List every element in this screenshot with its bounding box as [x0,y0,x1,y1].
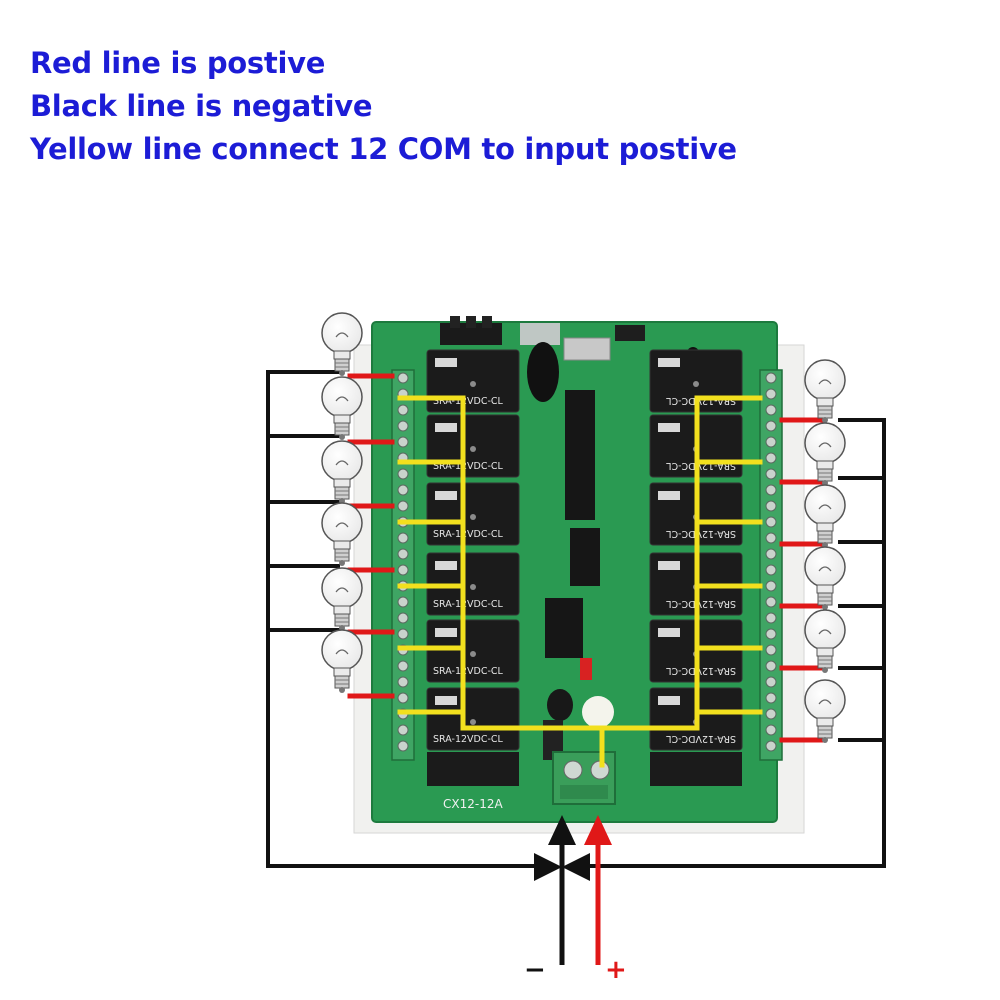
relay-icon: SRA-12VDC-CL [426,349,520,413]
terminal-screw [765,404,777,416]
terminal-block-right [759,369,783,761]
relay-label: SRA-12VDC-CL [665,665,736,676]
terminal-screw [397,500,409,512]
terminal-screw [765,580,777,592]
relay-label: SRA-12VDC-CL [433,599,504,610]
yellow-com-wires [397,395,763,768]
terminal-screw [765,436,777,448]
light-bulb-icon [321,376,363,440]
red-wires [347,373,825,743]
terminal-screw [765,644,777,656]
relay-label: SRA-12VDC-CL [665,528,736,539]
light-bulb-icon [321,440,363,504]
terminal-screw [765,548,777,560]
bulbs-right [804,359,846,743]
relay-label: SRA-12VDC-CL [665,460,736,471]
light-bulb-icon [321,502,363,566]
terminal-screw [765,708,777,720]
relay-label: SRA-12VDC-CL [433,529,504,540]
black-wires [266,370,886,868]
relay-label: SRA-12VDC-CL [433,461,504,472]
terminal-screw [765,740,777,752]
terminal-screw [765,596,777,608]
arrow-up-icon [584,815,612,845]
terminal-screw [765,660,777,672]
terminal-screw [765,420,777,432]
light-bulb-icon [321,629,363,693]
light-bulb-icon [321,312,363,376]
terminal-screw [765,452,777,464]
positive-sign: + [605,955,627,985]
relay-icon: SRA-12VDC-CL [426,414,520,478]
terminal-screw [765,500,777,512]
input-arrows [534,815,612,965]
terminal-screw [397,372,409,384]
terminal-screw [765,612,777,624]
terminal-screw [765,372,777,384]
arrow-up-icon [548,815,576,845]
board-model-label: CX12-12A [443,797,503,811]
top-components [440,316,699,402]
terminal-screw [765,628,777,640]
bulbs-left [321,312,363,693]
light-bulb-icon [804,422,846,486]
terminal-screw [765,676,777,688]
terminal-screw [397,676,409,688]
relay-label: SRA-12VDC-CL [665,598,736,609]
terminal-screw [397,564,409,576]
input-terminal [552,751,616,805]
terminal-screw [397,660,409,672]
terminal-block-left [391,369,415,761]
terminal-screw [397,420,409,432]
light-bulb-icon [321,567,363,631]
terminal-screw [397,436,409,448]
terminal-screw [765,724,777,736]
relay-label: SRA-12VDC-CL [433,734,504,745]
terminal-screw [765,468,777,480]
caption-black-line: Black line is negative [30,89,373,123]
terminal-screw [397,740,409,752]
terminal-screw [397,532,409,544]
caption-red-line: Red line is postive [30,46,326,80]
terminal-screw [397,628,409,640]
terminal-screw [397,548,409,560]
relay-icon: SRA-12VDC-CL [426,619,520,683]
negative-sign: − [524,955,546,985]
light-bulb-icon [804,546,846,610]
caption: Red line is postive Black line is negati… [30,42,737,171]
terminal-screw [765,564,777,576]
relay-icon: SRA-12VDC-CL [426,482,520,546]
caption-yellow-line: Yellow line connect 12 COM to input post… [30,132,737,166]
relay-icon: SRA-12VDC-CL [426,687,520,751]
light-bulb-icon [804,359,846,423]
relay-column-left: SRA-12VDC-CL SRA-12VDC-CL SRA-12VDC-CL SRA-… [426,349,520,786]
terminal-screw [765,388,777,400]
terminal-screw [765,516,777,528]
light-bulb-icon [804,609,846,673]
terminal-screw [397,404,409,416]
relay-label: SRA-12VDC-CL [433,396,504,407]
relay-label: SRA-12VDC-CL [665,733,736,744]
terminal-screw [397,596,409,608]
light-bulb-icon [804,679,846,743]
terminal-screw [397,612,409,624]
terminal-screw [765,692,777,704]
light-bulb-icon [804,484,846,548]
terminal-screw [765,484,777,496]
terminal-screw [765,532,777,544]
relay-label: SRA-12VDC-CL [433,666,504,677]
terminal-screw [397,484,409,496]
terminal-screw [397,692,409,704]
terminal-screw [397,724,409,736]
terminal-screw [397,468,409,480]
